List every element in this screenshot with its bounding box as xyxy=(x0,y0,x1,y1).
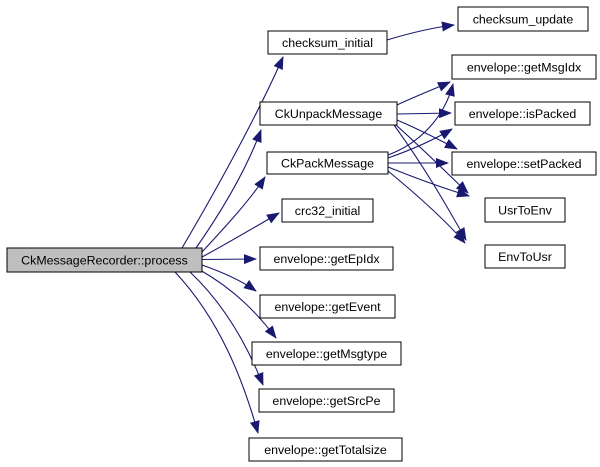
node-label: envelope::getSrcPe xyxy=(272,394,380,408)
node-envelope-getevent[interactable]: envelope::getEvent xyxy=(259,294,396,319)
node-label: envelope::getMsgIdx xyxy=(467,61,582,75)
node-envelope-getsrcpe[interactable]: envelope::getSrcPe xyxy=(258,388,395,413)
node-envelope-getmsgidx[interactable]: envelope::getMsgIdx xyxy=(451,54,597,80)
edge-process-gettotalsize xyxy=(174,271,260,434)
edge-ckunpackmessage-setpacked xyxy=(396,119,458,150)
edge-ckpackmessage-usrtoenv xyxy=(387,166,470,198)
node-label: UsrToEnv xyxy=(498,204,553,218)
edge-ckpackmessage-envtousr xyxy=(387,170,466,244)
node-label: crc32_initial xyxy=(295,204,360,218)
node-envelope-gettotalsize[interactable]: envelope::getTotalsize xyxy=(248,437,403,462)
edge-process-getmsgtype xyxy=(199,269,277,339)
edge-ckpackmessage-ispacked xyxy=(387,128,453,159)
node-label: envelope::getMsgtype xyxy=(266,347,387,361)
node-label: checksum_update xyxy=(473,13,574,27)
node-envelope-ispacked[interactable]: envelope::isPacked xyxy=(454,101,591,126)
node-ckmessagerecorder-process[interactable]: CkMessageRecorder::process xyxy=(6,247,203,273)
node-envelope-setpacked[interactable]: envelope::setPacked xyxy=(451,151,597,176)
edge-process-ckunpackmessage xyxy=(195,129,262,249)
node-label: checksum_initial xyxy=(282,36,373,50)
edges-group xyxy=(174,21,470,434)
node-label: CkPackMessage xyxy=(281,157,374,171)
edge-checksum_initial-checksum_update xyxy=(386,21,455,41)
node-crc32_initial[interactable]: crc32_initial xyxy=(281,198,374,223)
node-ckpackmessage[interactable]: CkPackMessage xyxy=(266,151,389,175)
node-label: CkMessageRecorder::process xyxy=(21,254,188,268)
node-envtousr[interactable]: EnvToUsr xyxy=(484,244,566,269)
edge-process-getevent xyxy=(201,264,257,292)
edge-process-getepidx xyxy=(201,254,257,265)
node-envelope-getmsgtype[interactable]: envelope::getMsgtype xyxy=(251,341,402,366)
node-label: EnvToUsr xyxy=(498,250,552,264)
node-checksum_initial[interactable]: checksum_initial xyxy=(267,30,388,55)
nodes-group: CkMessageRecorder::process checksum_init… xyxy=(6,6,597,462)
edge-ckunpackmessage-ispacked xyxy=(396,108,452,119)
edge-ckunpackmessage-envtousr xyxy=(393,124,467,241)
edge-process-crc32_initial xyxy=(201,212,280,258)
node-label: envelope::setPacked xyxy=(466,157,581,171)
node-label: envelope::getEpIdx xyxy=(273,252,380,266)
node-label: CkUnpackMessage xyxy=(275,107,383,121)
node-checksum_update[interactable]: checksum_update xyxy=(457,6,589,32)
edge-ckpackmessage-getmsgidx xyxy=(387,83,455,156)
node-usrtoenv[interactable]: UsrToEnv xyxy=(484,197,566,223)
edge-process-ckpackmessage xyxy=(201,176,266,253)
node-envelope-getepidx[interactable]: envelope::getEpIdx xyxy=(259,246,394,271)
edge-process-getsrcpe xyxy=(189,271,264,386)
edge-process-checksum_initial xyxy=(181,56,284,249)
node-label: envelope::isPacked xyxy=(469,107,577,121)
node-label: envelope::getTotalsize xyxy=(264,443,387,457)
edge-ckunpackmessage-usrtoenv xyxy=(395,124,469,194)
node-ckunpackmessage[interactable]: CkUnpackMessage xyxy=(259,101,398,126)
edge-ckunpackmessage-getmsgidx xyxy=(396,81,451,106)
node-label: envelope::getEvent xyxy=(274,300,381,314)
